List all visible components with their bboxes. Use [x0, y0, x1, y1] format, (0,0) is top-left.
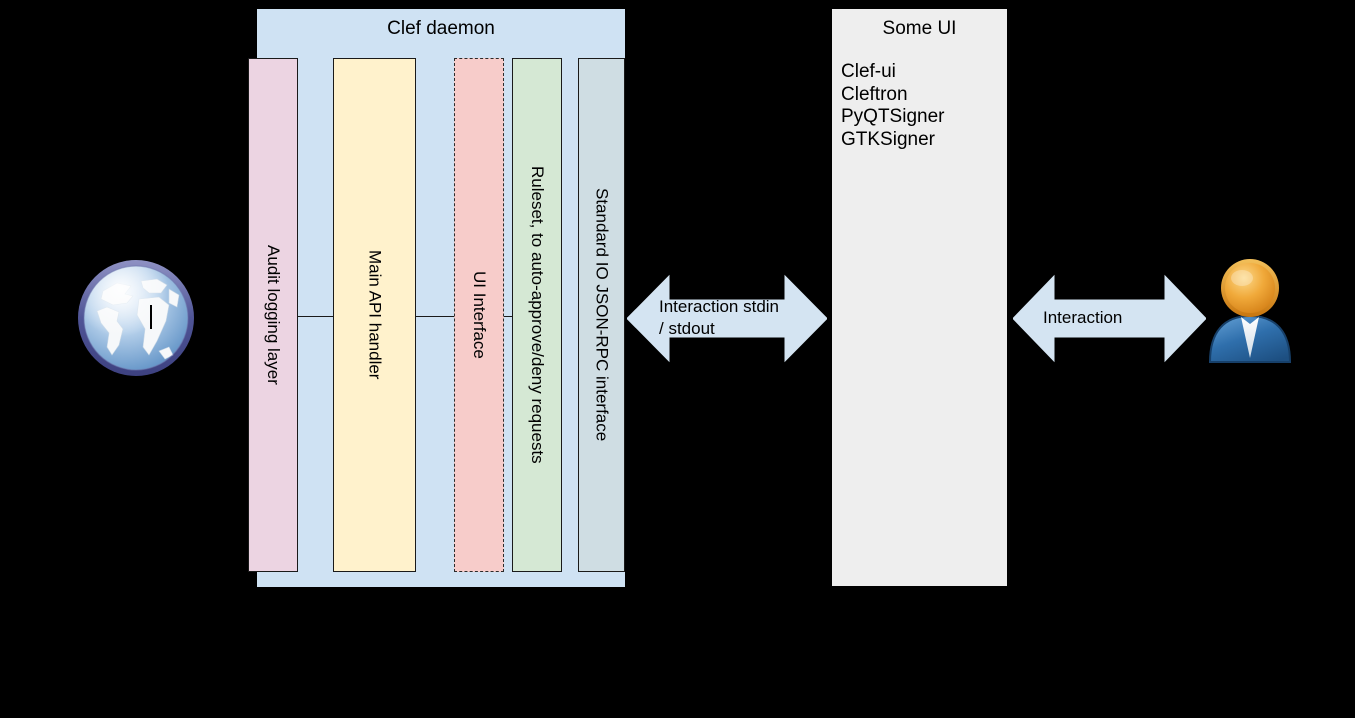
connector-audit-to-api [298, 316, 334, 317]
some-ui-container [832, 9, 1007, 586]
component-label: Audit logging layer [264, 245, 283, 385]
some-ui-title: Some UI [882, 18, 957, 39]
component-ruleset: Ruleset, to auto-approve/deny requests [512, 58, 562, 572]
arrow-label: Interaction [1043, 308, 1123, 327]
globe-icon [73, 255, 199, 381]
some-ui-list: Clef-ui Cleftron PyQTSigner GTKSigner [841, 61, 1001, 151]
component-audit-logging-layer: Audit logging layer [248, 58, 298, 572]
list-item: Clef-ui [841, 61, 896, 82]
component-label: UI Interface [470, 271, 489, 359]
component-ui-interface: UI Interface [454, 58, 504, 572]
arrow-interaction-stdio: Interaction stdin / stdout [627, 272, 827, 365]
component-label: Main API handler [365, 250, 385, 380]
arrow-label: Interaction stdin / stdout [659, 297, 780, 338]
connector-api-to-ui [416, 316, 455, 317]
clef-daemon-container [257, 9, 625, 587]
component-main-api-handler: Main API handler [333, 58, 416, 572]
list-item: GTKSigner [841, 128, 935, 150]
connector-ui-to-ruleset [503, 316, 513, 317]
user-icon [1205, 254, 1295, 364]
list-item: Cleftron [841, 83, 908, 105]
clef-daemon-title: Clef daemon [387, 18, 495, 39]
component-label: Standard IO JSON-RPC interface [592, 188, 612, 442]
arrow-interaction-user: Interaction [1013, 272, 1206, 365]
component-standard-io-jsonrpc: Standard IO JSON-RPC interface [578, 58, 625, 572]
list-item: PyQTSigner [841, 106, 945, 127]
component-label: Ruleset, to auto-approve/deny requests [528, 166, 547, 464]
